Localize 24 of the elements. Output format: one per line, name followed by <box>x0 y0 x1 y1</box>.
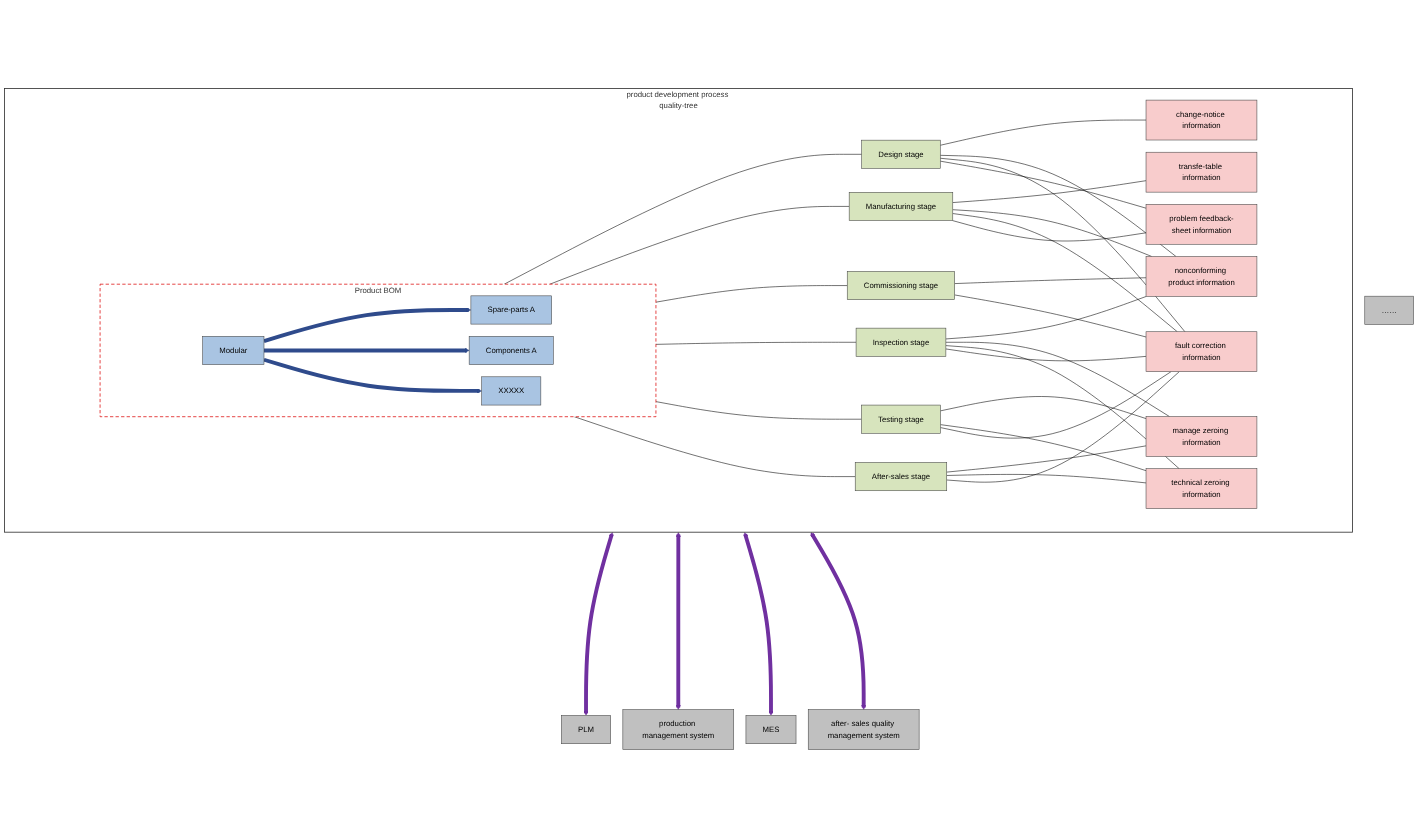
connector <box>945 345 1180 469</box>
arrow <box>810 532 867 710</box>
connector <box>952 213 1178 332</box>
connector <box>946 371 1180 483</box>
connector <box>952 180 1147 203</box>
connector <box>945 342 1170 417</box>
connector <box>940 396 1147 419</box>
connector <box>940 424 1147 471</box>
arrow <box>675 532 681 710</box>
connector <box>940 160 1147 209</box>
connector <box>946 474 1147 484</box>
arrow <box>743 532 774 716</box>
connector <box>952 209 1152 257</box>
connector <box>940 155 1177 257</box>
connector <box>952 220 1147 242</box>
arrow <box>264 348 470 353</box>
connector <box>946 445 1147 473</box>
connector <box>940 371 1172 439</box>
arrow <box>263 307 472 343</box>
arrow <box>263 357 482 394</box>
connector <box>954 277 1147 284</box>
connector <box>940 157 1186 332</box>
connector <box>945 348 1147 362</box>
arrow <box>583 532 614 716</box>
